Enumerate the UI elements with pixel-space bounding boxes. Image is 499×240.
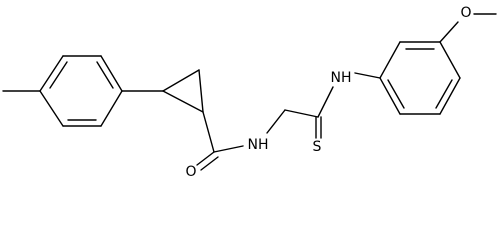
bond-hydrazine <box>266 109 286 134</box>
bond-anisyl-3 <box>439 41 461 79</box>
atom-label-carbonyl-oxygen: O <box>185 164 196 180</box>
bond-carbonyl-nh <box>213 145 244 153</box>
bond-tolyl-inner-b <box>96 61 114 89</box>
bond-carbonyl-b <box>200 156 219 171</box>
bond-tolyl-1 <box>39 55 64 92</box>
bond-cyclopropane-2 <box>198 69 204 113</box>
atom-label-methoxy-oxygen: O <box>460 5 471 21</box>
bond-anisyl-inner-c <box>387 79 405 109</box>
bond-ring-o <box>439 21 459 43</box>
bond-anisyl-6 <box>379 77 401 115</box>
atom-label-thione-sulfur: S <box>313 139 322 155</box>
bond-lines <box>2 13 497 171</box>
atom-label-aryl-nh: NH <box>331 70 352 86</box>
bond-anisyl-1 <box>379 41 401 79</box>
bond-thiocarbon-nh <box>317 86 334 118</box>
molecule-structure: O NH NH S O <box>2 5 497 180</box>
bond-carbonyl-a <box>196 151 215 166</box>
bond-tolyl-6 <box>39 90 64 127</box>
bond-ring-carbonyl <box>202 111 215 153</box>
bond-nh-aryl <box>354 72 381 79</box>
atom-label-hydrazide-nh: NH <box>248 137 269 153</box>
bond-cyclopropane-3 <box>162 90 204 113</box>
bond-anisyl-4 <box>439 77 461 115</box>
atom-labels: O NH NH S O <box>185 5 471 180</box>
bond-tolyl-4 <box>100 90 123 127</box>
bond-n-thiocarbon <box>284 109 319 118</box>
bond-tolyl-3 <box>100 55 123 92</box>
bond-cyclopropane-1 <box>162 69 200 92</box>
bond-anisyl-inner-b <box>435 79 453 109</box>
bond-tolyl-inner-a <box>49 61 68 89</box>
